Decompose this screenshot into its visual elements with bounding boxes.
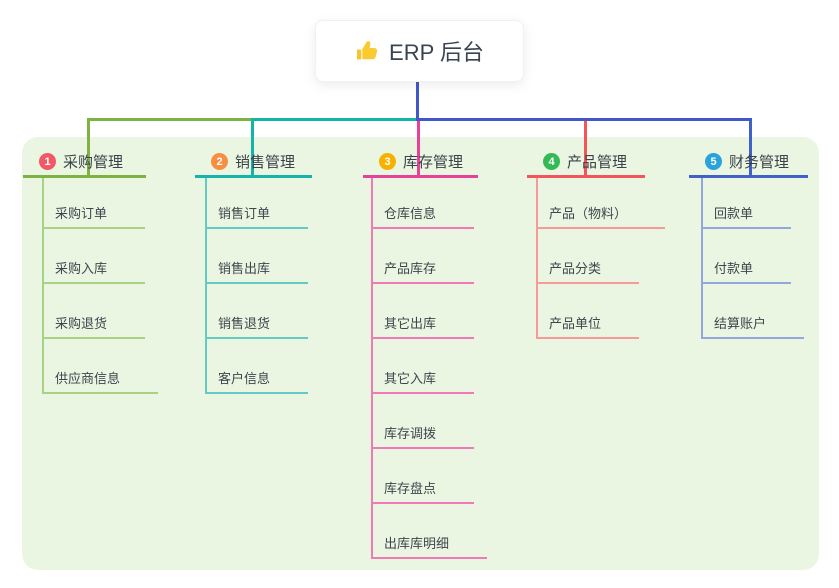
mindmap-node[interactable]: 客户信息 [205,366,309,394]
bus-line [417,118,752,121]
branch-title-label: 销售管理 [235,154,296,171]
mindmap-node[interactable]: 出库库明细 [371,531,488,559]
sub-branch-line [701,178,703,339]
branch-number-badge: 3 [379,153,396,170]
mindmap-node[interactable]: 回款单 [701,201,792,229]
branch-drop-line [749,118,752,178]
mindmap-node[interactable]: 采购退货 [42,311,146,339]
branch-title[interactable]: 5 财务管理 [689,148,808,178]
mindmap-node[interactable]: 其它出库 [371,311,475,339]
branch-title-label: 库存管理 [403,154,464,171]
branch-number-badge: 5 [705,153,722,170]
sub-branch-line [42,178,44,394]
branch-drop-line [87,118,90,178]
mindmap-node[interactable]: 销售订单 [205,201,309,229]
branch-number-badge: 1 [39,153,56,170]
thumbs-up-icon [355,39,379,63]
sub-branch-line [536,178,538,339]
mindmap-node[interactable]: 产品库存 [371,256,475,284]
sub-branch-line [371,178,373,559]
mindmap-node[interactable]: 付款单 [701,256,792,284]
branch-drop-line [251,118,254,178]
mindmap-node[interactable]: 产品（物料） [536,201,666,229]
mindmap-node[interactable]: 销售出库 [205,256,309,284]
branch-title-label: 产品管理 [567,154,628,171]
root-node[interactable]: ERP 后台 [315,20,524,82]
mindmap-node[interactable]: 结算账户 [701,311,805,339]
mindmap-node[interactable]: 产品单位 [536,311,640,339]
branch-title[interactable]: 4 产品管理 [527,148,645,178]
mindmap-node[interactable]: 其它入库 [371,366,475,394]
branches-panel [22,137,819,570]
branch-drop-line [584,118,587,178]
branch-title-label: 财务管理 [729,154,790,171]
mindmap-node[interactable]: 产品分类 [536,256,640,284]
branch-number-badge: 4 [543,153,560,170]
mindmap-node[interactable]: 采购入库 [42,256,146,284]
mindmap-node[interactable]: 采购订单 [42,201,146,229]
root-label: ERP 后台 [389,40,484,65]
branch-title[interactable]: 1 采购管理 [23,148,146,178]
mindmap-node[interactable]: 仓库信息 [371,201,475,229]
branch-title[interactable]: 2 销售管理 [195,148,312,178]
bus-line [251,118,418,121]
sub-branch-line [205,178,207,394]
branch-number-badge: 2 [211,153,228,170]
mindmap-node[interactable]: 库存盘点 [371,476,475,504]
mindmap-node[interactable]: 销售退货 [205,311,309,339]
mindmap-node[interactable]: 库存调拨 [371,421,475,449]
mindmap-node[interactable]: 供应商信息 [42,366,159,394]
root-drop-line [416,82,419,121]
branch-drop-line [417,118,420,178]
branch-title-label: 采购管理 [63,154,124,171]
branch-title[interactable]: 3 库存管理 [363,148,478,178]
bus-line [87,118,253,121]
